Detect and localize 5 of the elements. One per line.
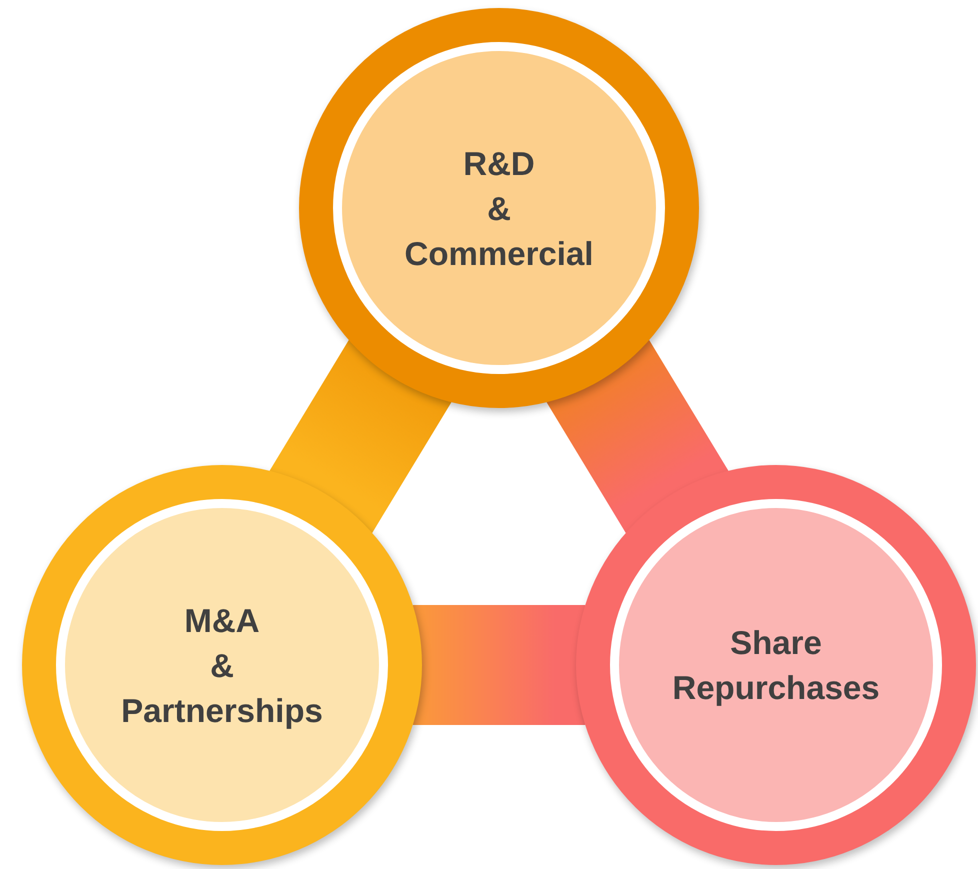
circle-label: M&A & Partnerships xyxy=(121,600,323,731)
connector-band xyxy=(270,340,452,533)
circle-label: Share Repurchases xyxy=(672,623,880,708)
circle-label: R&D & Commercial xyxy=(404,144,594,274)
connector-band xyxy=(412,605,586,725)
